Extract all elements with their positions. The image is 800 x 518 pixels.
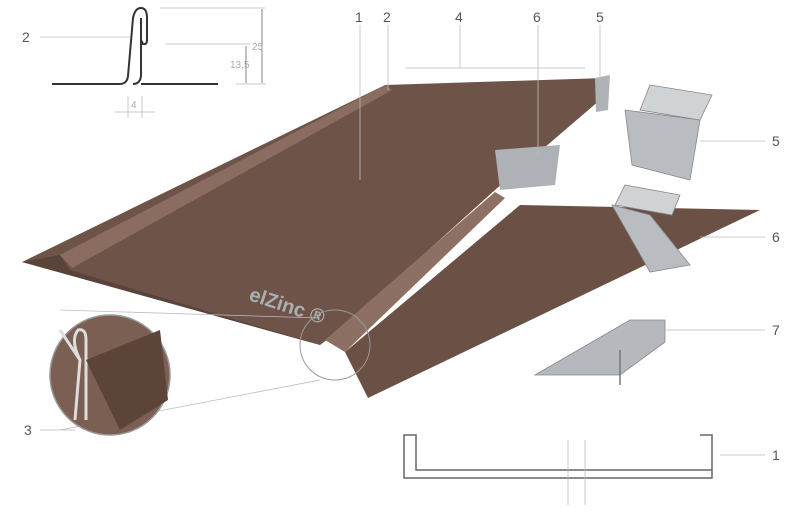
seam-profile-detail: 25 13,5 4 2 [22, 6, 266, 118]
label-3-detail: 3 [24, 422, 32, 438]
roof-panel: elZinc ® [22, 75, 760, 398]
fixed-clip [624, 84, 713, 181]
dim-13-5: 13,5 [230, 60, 250, 71]
label-seam-detail: 2 [22, 29, 30, 45]
label-7-right: 7 [772, 322, 780, 338]
label-5-right: 5 [772, 133, 780, 149]
label-1-section: 1 [772, 447, 780, 463]
fixed-clip-on-panel [595, 75, 610, 112]
seam-magnifier [49, 309, 371, 436]
dim-25: 25 [252, 42, 264, 53]
label-6-sliding-clip: 6 [533, 9, 541, 25]
dim-4: 4 [131, 100, 137, 111]
label-6-right: 6 [772, 229, 780, 245]
eaves-clip [533, 319, 666, 385]
label-1-panel: 1 [355, 9, 363, 25]
sliding-clip [611, 184, 691, 273]
label-2-seam: 2 [383, 9, 391, 25]
label-4-width: 4 [455, 9, 463, 25]
sliding-clip-on-panel [495, 145, 560, 190]
label-5-fixed-clip: 5 [596, 9, 604, 25]
panel-cross-section [403, 434, 713, 479]
